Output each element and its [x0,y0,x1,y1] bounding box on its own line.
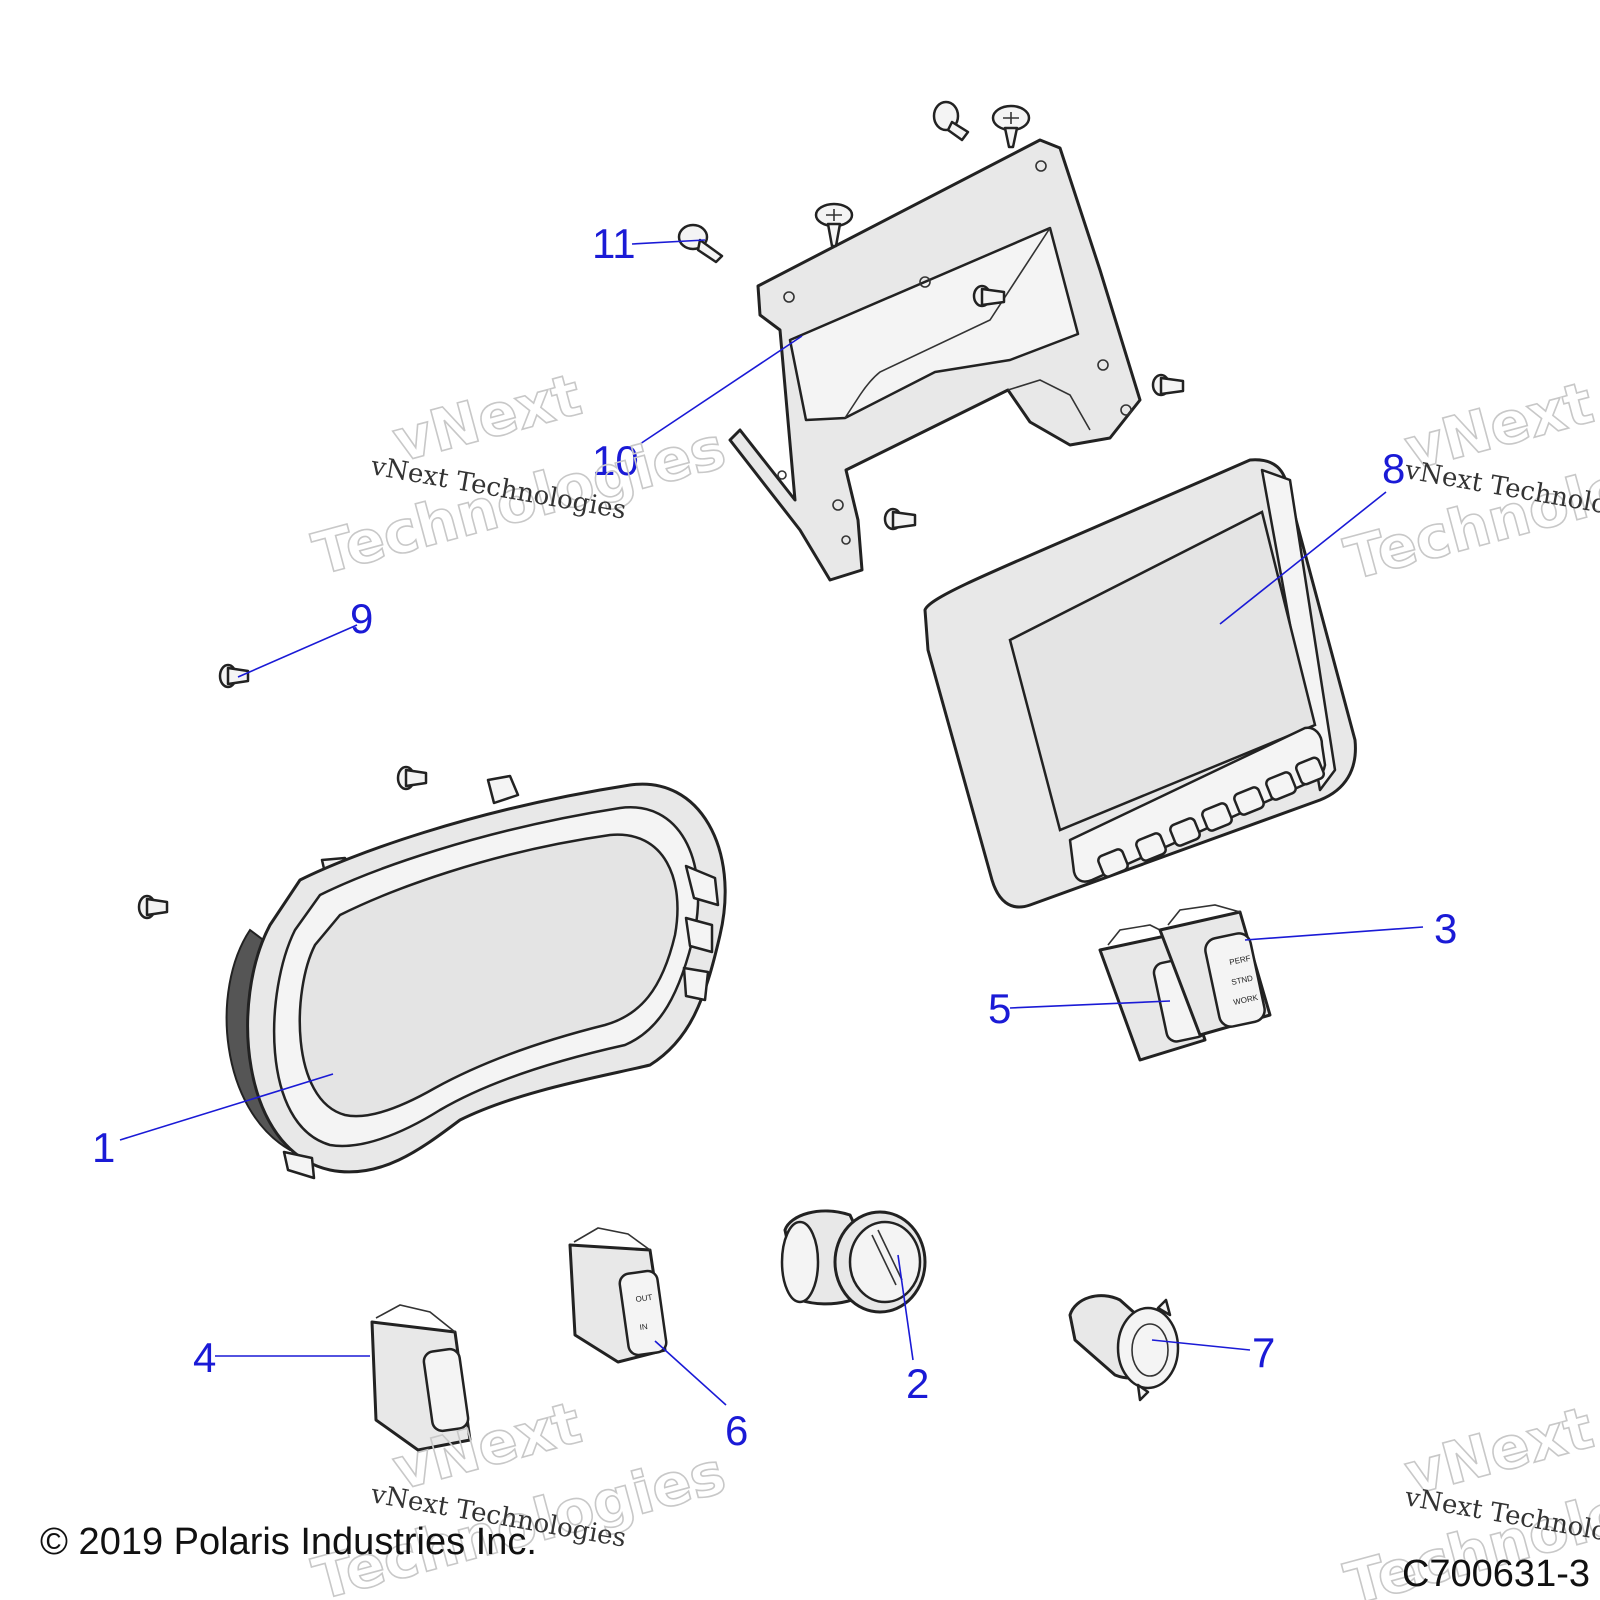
callouts: 1 2 3 4 5 6 7 8 9 10 11 [92,220,1457,1454]
callout-11: 11 [592,220,636,267]
rocker-switch-3: PERF STND WORK [1158,904,1272,1037]
screws [677,100,1185,531]
rocker-switch-6: OUT IN [568,1227,668,1364]
pin [396,765,428,791]
callout-5: 5 [988,985,1011,1032]
leader-line-11 [631,239,706,245]
callout-9: 9 [350,595,373,642]
figure-code: C700631-3 [1402,1553,1590,1595]
leader-line-7 [1151,1339,1251,1351]
screw [932,100,970,142]
pin [137,894,169,920]
pins [137,663,428,920]
leader-line-8 [1219,491,1387,625]
switch-label-out: OUT [635,1293,653,1304]
mounting-bracket [728,138,1142,582]
callout-1: 1 [92,1124,115,1171]
leader-line-9 [237,624,358,678]
screw [991,104,1031,149]
screw [814,202,854,248]
switch-label-in: IN [639,1322,648,1332]
rocker-switch-4 [370,1304,472,1452]
callout-6: 6 [725,1407,748,1454]
pin [218,663,250,689]
display-button-row [1097,756,1325,878]
screw [1151,373,1185,397]
leader-line-1 [119,1073,334,1141]
leader-line-3 [1244,926,1424,941]
screw [677,223,724,264]
leader-line-10 [639,335,803,445]
screw [883,507,917,531]
display-unit [923,458,1357,909]
callout-3: 3 [1434,905,1457,952]
leader-line-6 [654,1340,727,1406]
callout-10: 10 [592,437,639,484]
callout-8: 8 [1382,445,1405,492]
switch-label-perf: PERF [1229,954,1252,967]
leader-lines [119,239,1424,1406]
leader-line-2 [897,1254,914,1361]
leader-line-5 [1009,1000,1171,1009]
callout-7: 7 [1252,1329,1275,1376]
ignition-switch [780,1209,927,1314]
watermark-bottom-left: vNext Technologies vNext Technologies [305,1388,733,1600]
callout-4: 4 [193,1334,216,1381]
copyright-text: © 2019 Polaris Industries Inc. [40,1521,537,1563]
watermark-top-right: vNext Technologies vNext Technologies [1337,368,1600,595]
watermark-top-left: vNext Technologies vNext Technologies [305,360,733,590]
switch-label-stnd: STND [1231,974,1254,987]
screw [972,284,1006,308]
instrument-cluster [225,774,727,1180]
callout-2: 2 [906,1360,929,1407]
power-outlet [1068,1294,1180,1402]
